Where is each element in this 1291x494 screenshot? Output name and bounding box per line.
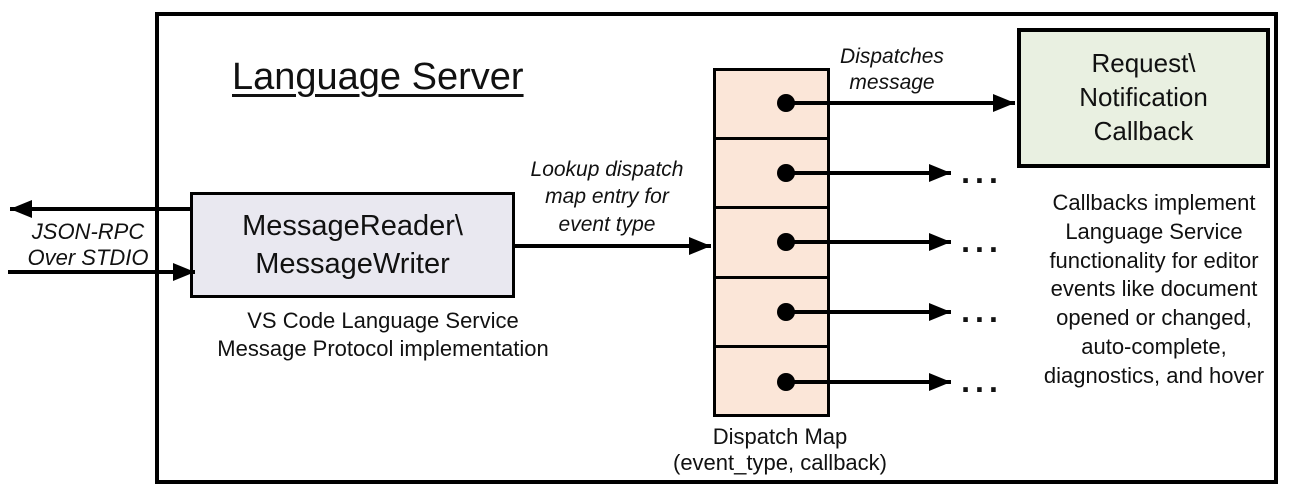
diagram-title: Language Server xyxy=(232,56,524,98)
dispatch-map-entry xyxy=(716,140,827,210)
callback-box-label: Request\ Notification Callback xyxy=(1079,48,1208,146)
lookup-dispatch-label: Lookup dispatch map entry for event type xyxy=(530,158,684,236)
message-reader-writer-box: MessageReader\ MessageWriter xyxy=(190,192,515,298)
ellipsis-row-3: ... xyxy=(961,223,1003,259)
callbacks-description-text: Callbacks implement Language Service fun… xyxy=(1043,190,1265,388)
request-notification-callback-box: Request\ Notification Callback xyxy=(1017,28,1270,168)
ellipsis-row-4: ... xyxy=(961,293,1003,329)
message-reader-writer-label: MessageReader\ MessageWriter xyxy=(242,209,463,280)
dispatch-map-caption: Dispatch Map (event_type, callback) xyxy=(673,424,887,476)
stdio-channel-label: JSON-RPC Over STDIO xyxy=(27,219,149,270)
language-server-boundary-box xyxy=(155,12,1278,484)
ellipsis-row-5: ... xyxy=(961,363,1003,399)
dispatches-message-label: Dispatches message xyxy=(840,45,944,95)
ellipsis-row-2: ... xyxy=(961,154,1003,190)
dispatch-map-table xyxy=(713,68,830,417)
dispatch-map-entry xyxy=(716,209,827,279)
reader-box-caption: VS Code Language Service Message Protoco… xyxy=(217,308,549,361)
dispatch-map-entry xyxy=(716,279,827,348)
dispatch-map-entry xyxy=(716,348,827,414)
dispatch-map-entry xyxy=(716,71,827,141)
